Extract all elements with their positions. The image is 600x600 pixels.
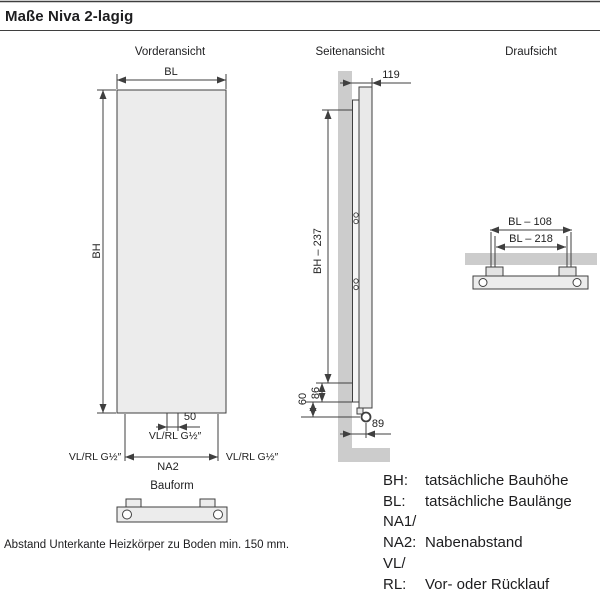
legend-desc: Nabenabstand	[425, 534, 523, 552]
legend-desc: tatsächliche Baulänge	[425, 492, 572, 510]
legend-row: RL: Vor- oder Rücklauf	[383, 575, 572, 596]
valve-circle	[360, 411, 372, 423]
right-bracket	[558, 266, 577, 277]
legend-row: VL/	[383, 554, 572, 575]
legend-term: NA1/	[383, 513, 417, 531]
bl-dimension-label: BL	[164, 66, 178, 78]
connection-label-mid: VL/RL G½″	[148, 430, 202, 442]
legend-desc: Vor- oder Rücklauf	[425, 575, 550, 593]
legend-row: BH: tatsächliche Bauhöhe	[383, 471, 572, 492]
dim-bl218-label: BL – 218	[509, 233, 553, 245]
legend-row: NA1/	[383, 512, 572, 533]
connection-label-left: VL/RL G½″	[68, 451, 122, 463]
legend-row: NA2: Nabenabstand	[383, 533, 572, 554]
floor	[352, 448, 390, 462]
side-view-label: Seitenansicht	[315, 46, 385, 58]
legend-term: BL:	[383, 492, 406, 510]
wall	[338, 71, 352, 462]
side-view-drawing	[301, 71, 411, 462]
front-radiator-body	[116, 89, 227, 414]
top-wall	[465, 253, 597, 265]
dim-86-label: 86	[310, 386, 322, 400]
dim-50-label: 50	[183, 411, 197, 423]
side-rear-panel	[352, 99, 360, 403]
front-view-label: Vorderansicht	[134, 46, 206, 58]
legend-term: RL:	[383, 575, 407, 593]
front-view-drawing	[97, 74, 228, 523]
dim-bh237-label: BH – 237	[312, 228, 324, 274]
dim-119-label: 119	[382, 69, 400, 81]
dim-89-label: 89	[371, 418, 385, 430]
connection-label-right: VL/RL G½″	[225, 451, 279, 463]
bauform-label: Bauform	[150, 480, 194, 492]
bh-dimension-label: BH	[91, 243, 103, 259]
dim-bl108-label: BL – 108	[508, 216, 552, 228]
header-rules	[0, 0, 600, 32]
left-bracket	[485, 266, 504, 277]
top-view-label: Draufsicht	[505, 46, 557, 58]
legend-row: BL: tatsächliche Baulänge	[383, 492, 572, 513]
legend-term: VL/	[383, 554, 406, 572]
footer-note: Abstand Unterkante Heizkörper zu Boden m…	[4, 539, 290, 551]
page-title: Maße Niva 2-lagig	[5, 8, 134, 25]
hub-circles	[353, 212, 359, 291]
na2-dimension-label: NA2	[157, 461, 179, 473]
legend-term: NA2:	[383, 534, 417, 552]
legend-desc: tatsächliche Bauhöhe	[425, 472, 569, 489]
side-front-panel	[358, 86, 373, 409]
top-view-drawing	[465, 226, 597, 290]
top-radiator-body	[472, 275, 589, 290]
legend: BH: tatsächliche Bauhöhe BL: tatsächliche …	[383, 471, 572, 595]
bauform-drawing	[116, 498, 228, 523]
dim-60-label: 60	[297, 392, 309, 406]
valve-nipple	[356, 407, 364, 415]
legend-term: BH:	[383, 472, 409, 489]
